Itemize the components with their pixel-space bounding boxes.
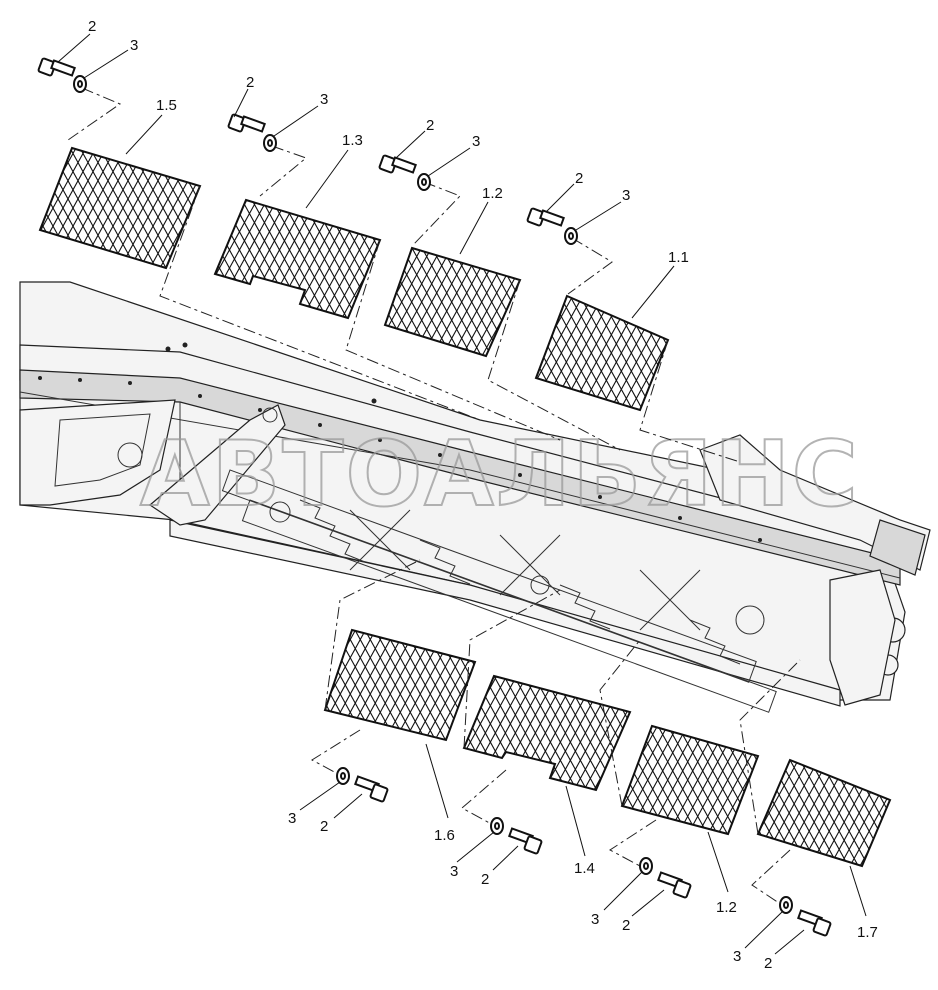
- bolt-icon: [797, 909, 832, 937]
- callout-bolt: 2: [246, 74, 254, 91]
- bolt-icon: [227, 113, 266, 133]
- callout-panel: 1.3: [342, 132, 363, 149]
- bolt-icon: [508, 827, 543, 855]
- callout-washer: 3: [288, 810, 296, 827]
- washer-icon: [490, 817, 504, 835]
- callout-washer: 3: [130, 37, 138, 54]
- watermark-text: АВТОАЛЬЯНС: [140, 422, 860, 527]
- washer-icon: [263, 134, 277, 152]
- washer-icon: [564, 227, 578, 245]
- conveyor-frame: [19, 281, 931, 713]
- callout-washer: 3: [450, 863, 458, 880]
- callout-bolt: 2: [764, 955, 772, 972]
- callout-bolt: 2: [481, 871, 489, 888]
- assembly-dash-lines: [67, 87, 801, 906]
- washer-icon: [639, 857, 653, 875]
- callout-panel: 1.2: [482, 185, 503, 202]
- callout-panel: 1.5: [156, 97, 177, 114]
- callout-washer: 3: [733, 948, 741, 965]
- bolt-icon: [354, 775, 389, 803]
- callout-bolt: 2: [88, 18, 96, 35]
- callout-bolt: 2: [575, 170, 583, 187]
- bolt-icon: [378, 154, 417, 174]
- washer-icon: [336, 767, 350, 785]
- bolt-icon: [526, 207, 565, 227]
- washer-icon: [779, 896, 793, 914]
- callout-panel: 1.6: [434, 827, 455, 844]
- callout-washer: 3: [622, 187, 630, 204]
- bolt-icon: [37, 57, 76, 77]
- callout-panel: 1.2: [716, 899, 737, 916]
- callout-panel: 1.4: [574, 860, 595, 877]
- fasteners: [37, 57, 832, 937]
- bolt-icon: [657, 871, 692, 899]
- callout-bolt: 2: [320, 818, 328, 835]
- rail-bolt-holes: [38, 342, 762, 542]
- washer-icon: [417, 173, 431, 191]
- callout-panel: 1.1: [668, 249, 689, 266]
- roller-assembly: [221, 469, 777, 713]
- callout-washer: 3: [320, 91, 328, 108]
- callout-bolt: 2: [622, 917, 630, 934]
- callout-labels: 2 3 1.5 2 3 1.3 2 3 1.2 2 3 1.1 3 2 1.6 …: [88, 18, 878, 972]
- leader-lines: [57, 33, 867, 955]
- callout-bolt: 2: [426, 117, 434, 134]
- callout-panel: 1.7: [857, 924, 878, 941]
- washer-icon: [73, 75, 87, 93]
- callout-washer: 3: [591, 911, 599, 928]
- callout-washer: 3: [472, 133, 480, 150]
